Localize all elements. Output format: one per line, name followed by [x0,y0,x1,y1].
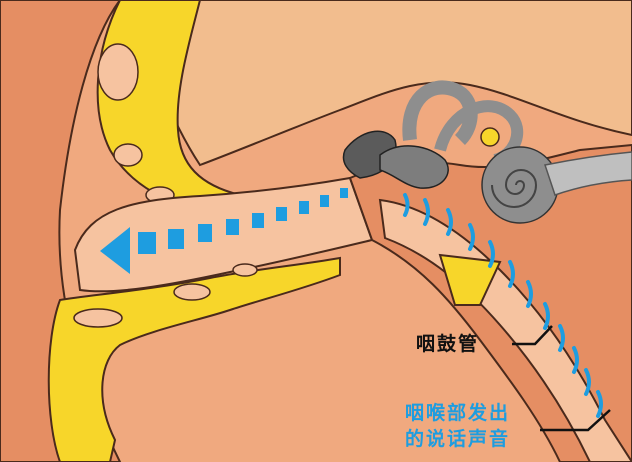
cochlea [482,147,558,223]
throat-sound-label-line2: 的说话声音 [405,426,510,452]
cartilage-blob [114,144,142,166]
cartilage-blob [98,44,138,100]
eustachian-tube-label: 咽鼓管 [416,331,479,357]
throat-sound-label: 咽喉部发出 的说话声音 [405,400,510,452]
nerve-node [481,128,499,146]
cartilage-blob [74,309,122,327]
throat-sound-label-line1: 咽喉部发出 [405,400,510,426]
cartilage-blob [174,284,210,300]
cartilage-blob [233,264,257,276]
